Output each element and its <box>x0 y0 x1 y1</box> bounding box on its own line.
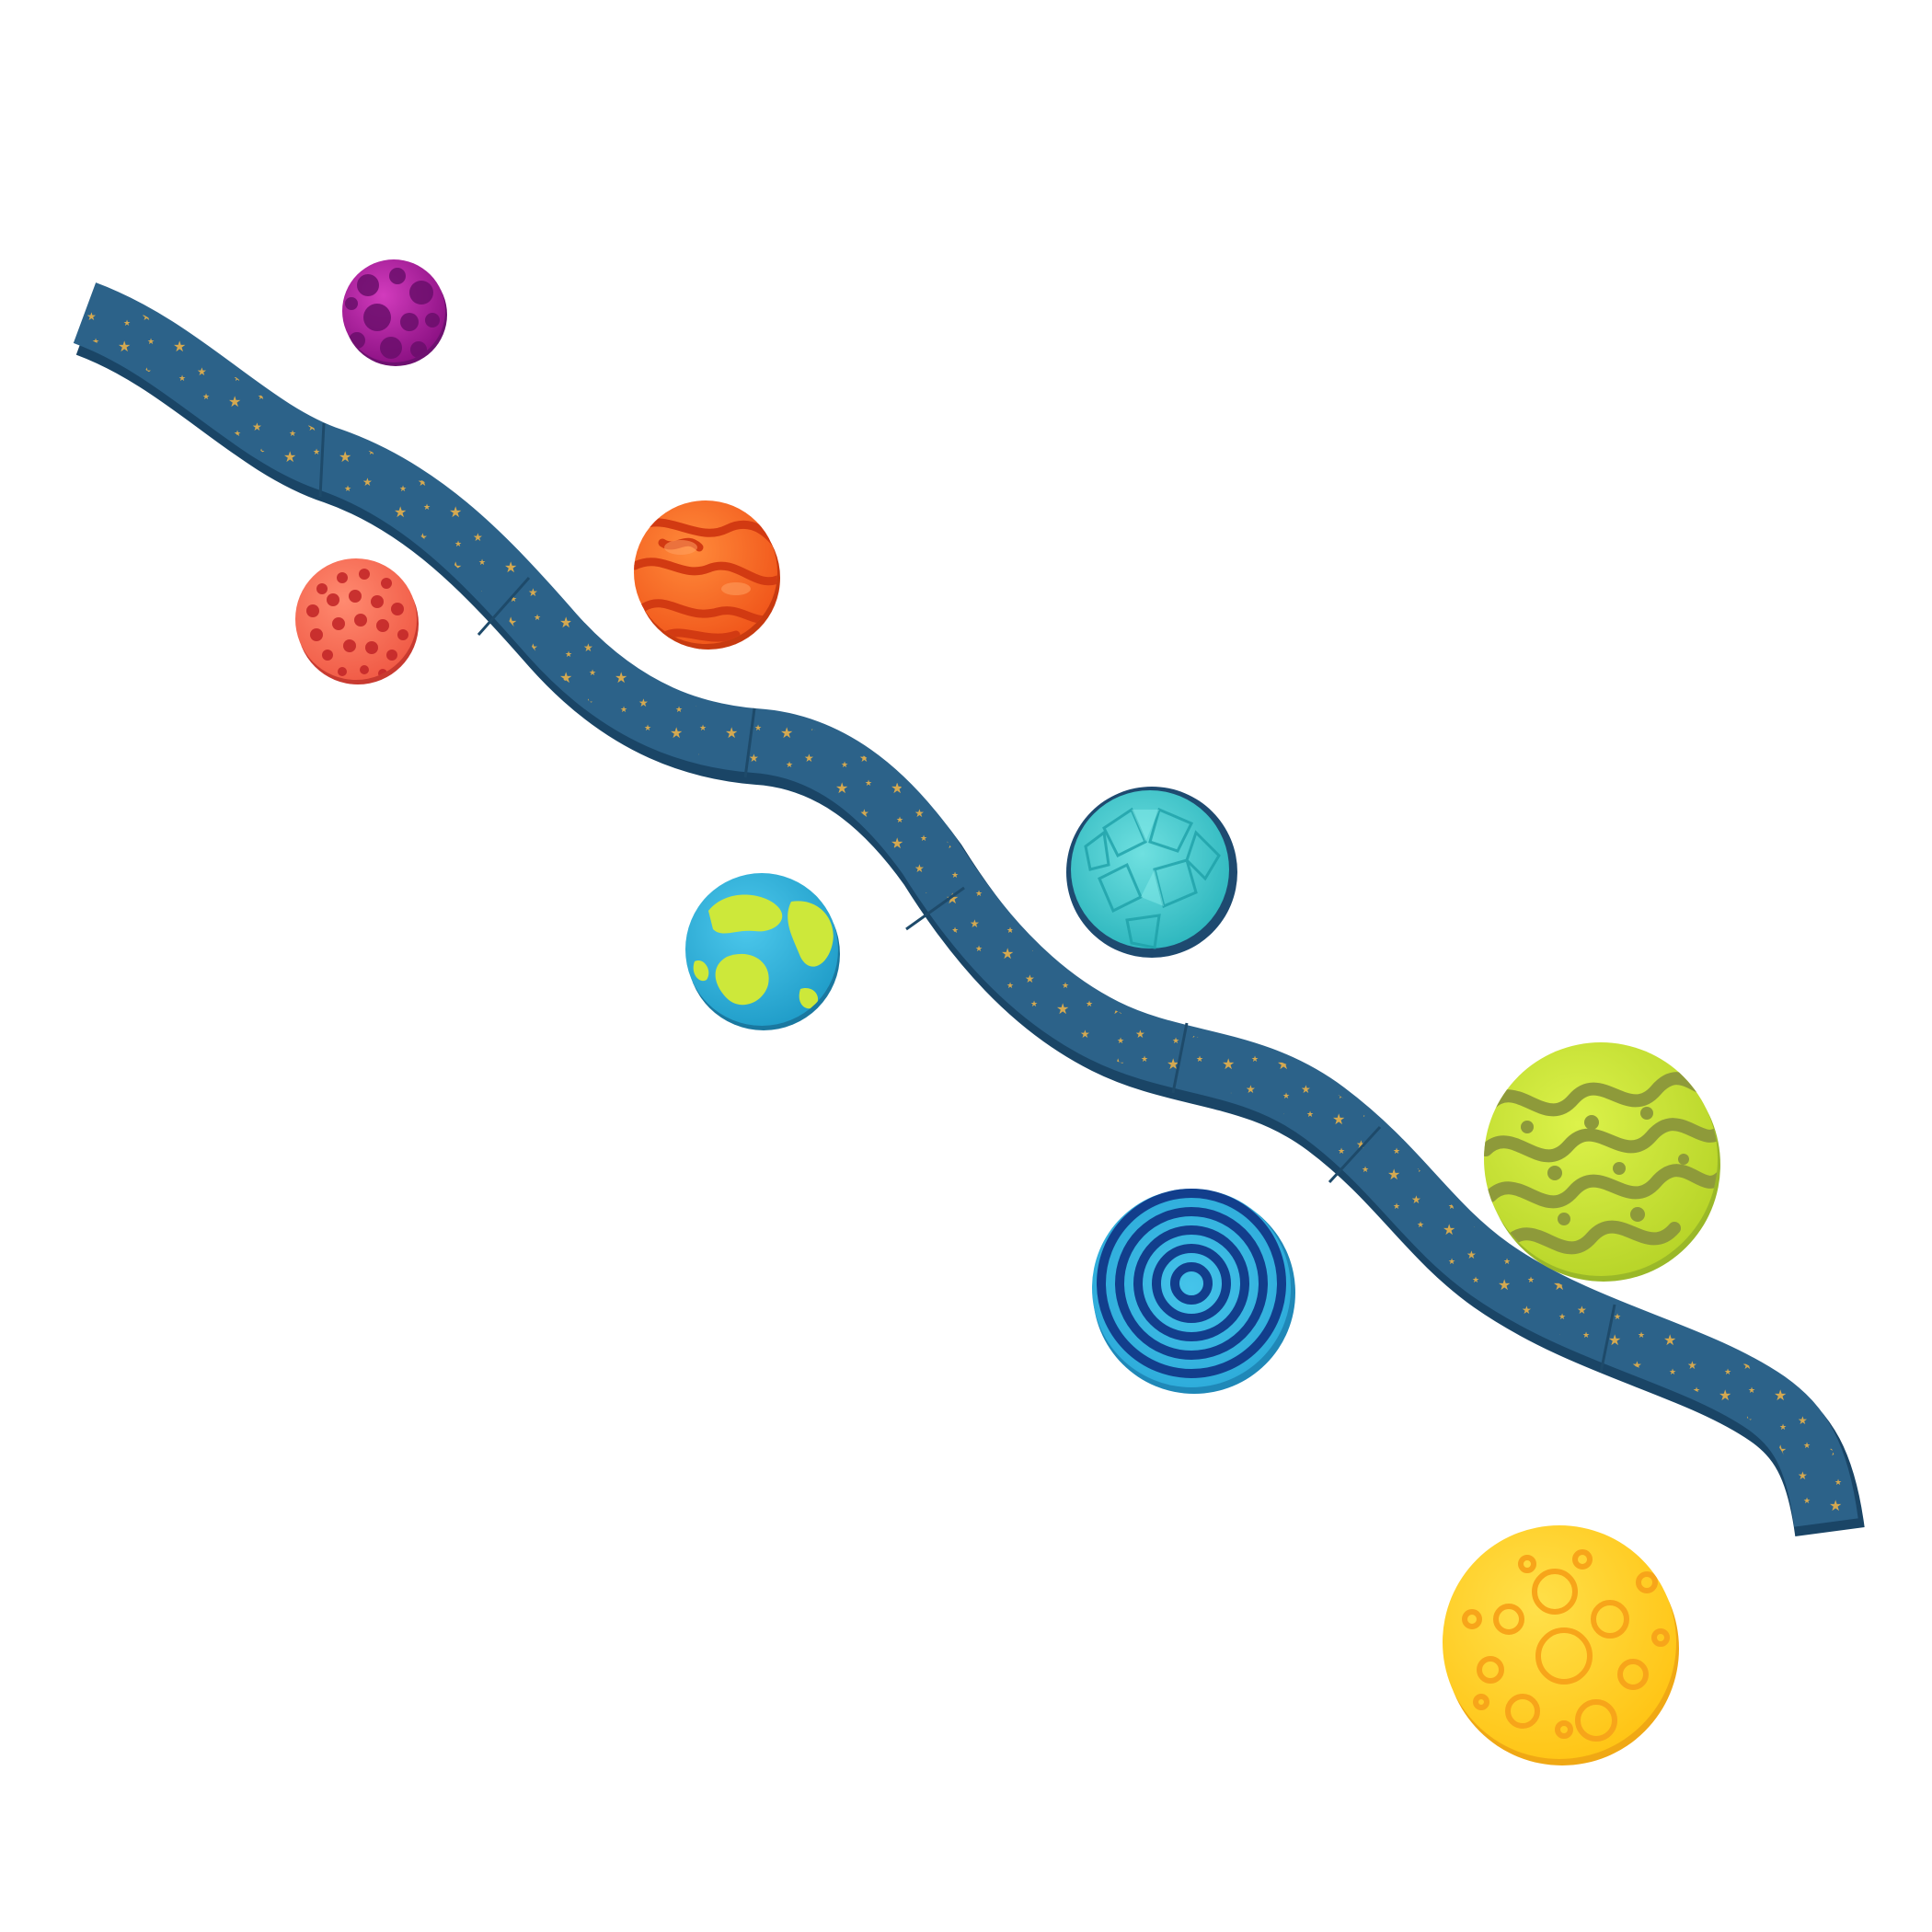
orange-marbled-planet <box>634 500 780 650</box>
wavy-track <box>73 282 1865 1537</box>
track-seams <box>318 422 1616 1374</box>
teal-geometric-planet <box>1066 787 1237 958</box>
lime-wavy-planet <box>1484 1042 1720 1282</box>
coral-dimpled-planet <box>295 558 419 684</box>
blue-lime-continents-planet <box>685 873 840 1030</box>
blue-concentric-planet <box>1092 1189 1295 1394</box>
purple-spotted-planet <box>342 259 447 366</box>
track-stars <box>76 291 1849 1526</box>
yellow-cratered-planet <box>1443 1525 1679 1765</box>
